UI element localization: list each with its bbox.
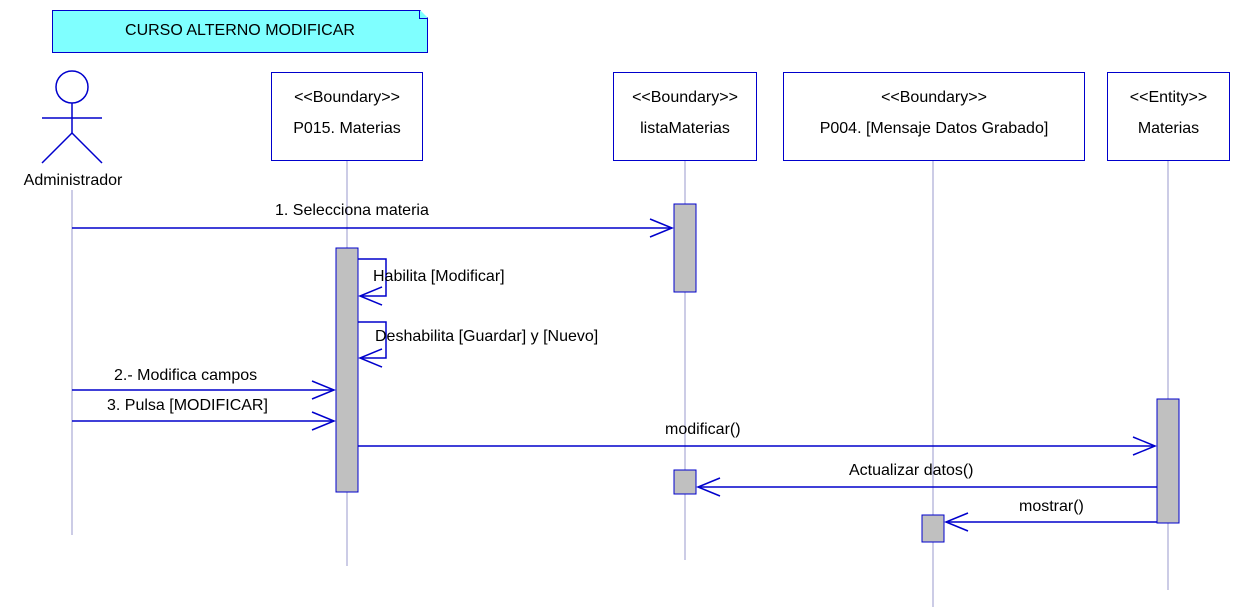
lifeline-box-p004: <<Boundary>> P004. [Mensaje Datos Grabad… [783,72,1085,161]
message-label-actualizar: Actualizar datos() [849,462,974,479]
lifeline-name: P004. [Mensaje Datos Grabado] [819,120,1049,137]
message-label-habilita: Habilita [Modificar] [373,268,505,285]
lifeline-name: listaMaterias [640,120,730,137]
actor-figure-icon [41,70,103,164]
message-label-mostrar: mostrar() [1019,498,1084,515]
lifeline-name: Materias [1137,120,1200,137]
note-fold-corner [419,11,427,19]
lifeline-box-p015: <<Boundary>> P015. Materias [271,72,423,161]
lifeline-stereotype: <<Entity>> [1129,89,1208,106]
message-label-3: 3. Pulsa [MODIFICAR] [107,397,268,414]
lifeline-stereotype: <<Boundary>> [294,89,400,106]
lifeline-box-listamaterias: <<Boundary>> listaMaterias [613,72,757,161]
activation-p004 [921,514,945,543]
activation-listamaterias-2 [673,469,697,495]
actor-label: Administrador [23,172,123,189]
message-label-modificar: modificar() [665,421,741,438]
diagram-title: CURSO ALTERNO MODIFICAR [125,22,355,39]
lifeline-name: P015. Materias [293,120,401,137]
activation-p015 [335,247,359,493]
message-label-2: 2.- Modifica campos [114,367,258,384]
message-label-deshabilita: Deshabilita [Guardar] y [Nuevo] [375,328,599,345]
lifeline-box-materias: <<Entity>> Materias [1107,72,1230,161]
lifeline-stereotype: <<Boundary>> [881,89,987,106]
diagram-title-note: CURSO ALTERNO MODIFICAR [52,10,428,53]
activation-listamaterias-1 [673,203,697,293]
message-arrow-deshabilita [358,321,387,359]
message-label-1: 1. Selecciona materia [275,202,429,219]
activation-materias [1156,398,1180,524]
message-arrow-habilita [358,258,387,297]
lifeline-stereotype: <<Boundary>> [632,89,738,106]
